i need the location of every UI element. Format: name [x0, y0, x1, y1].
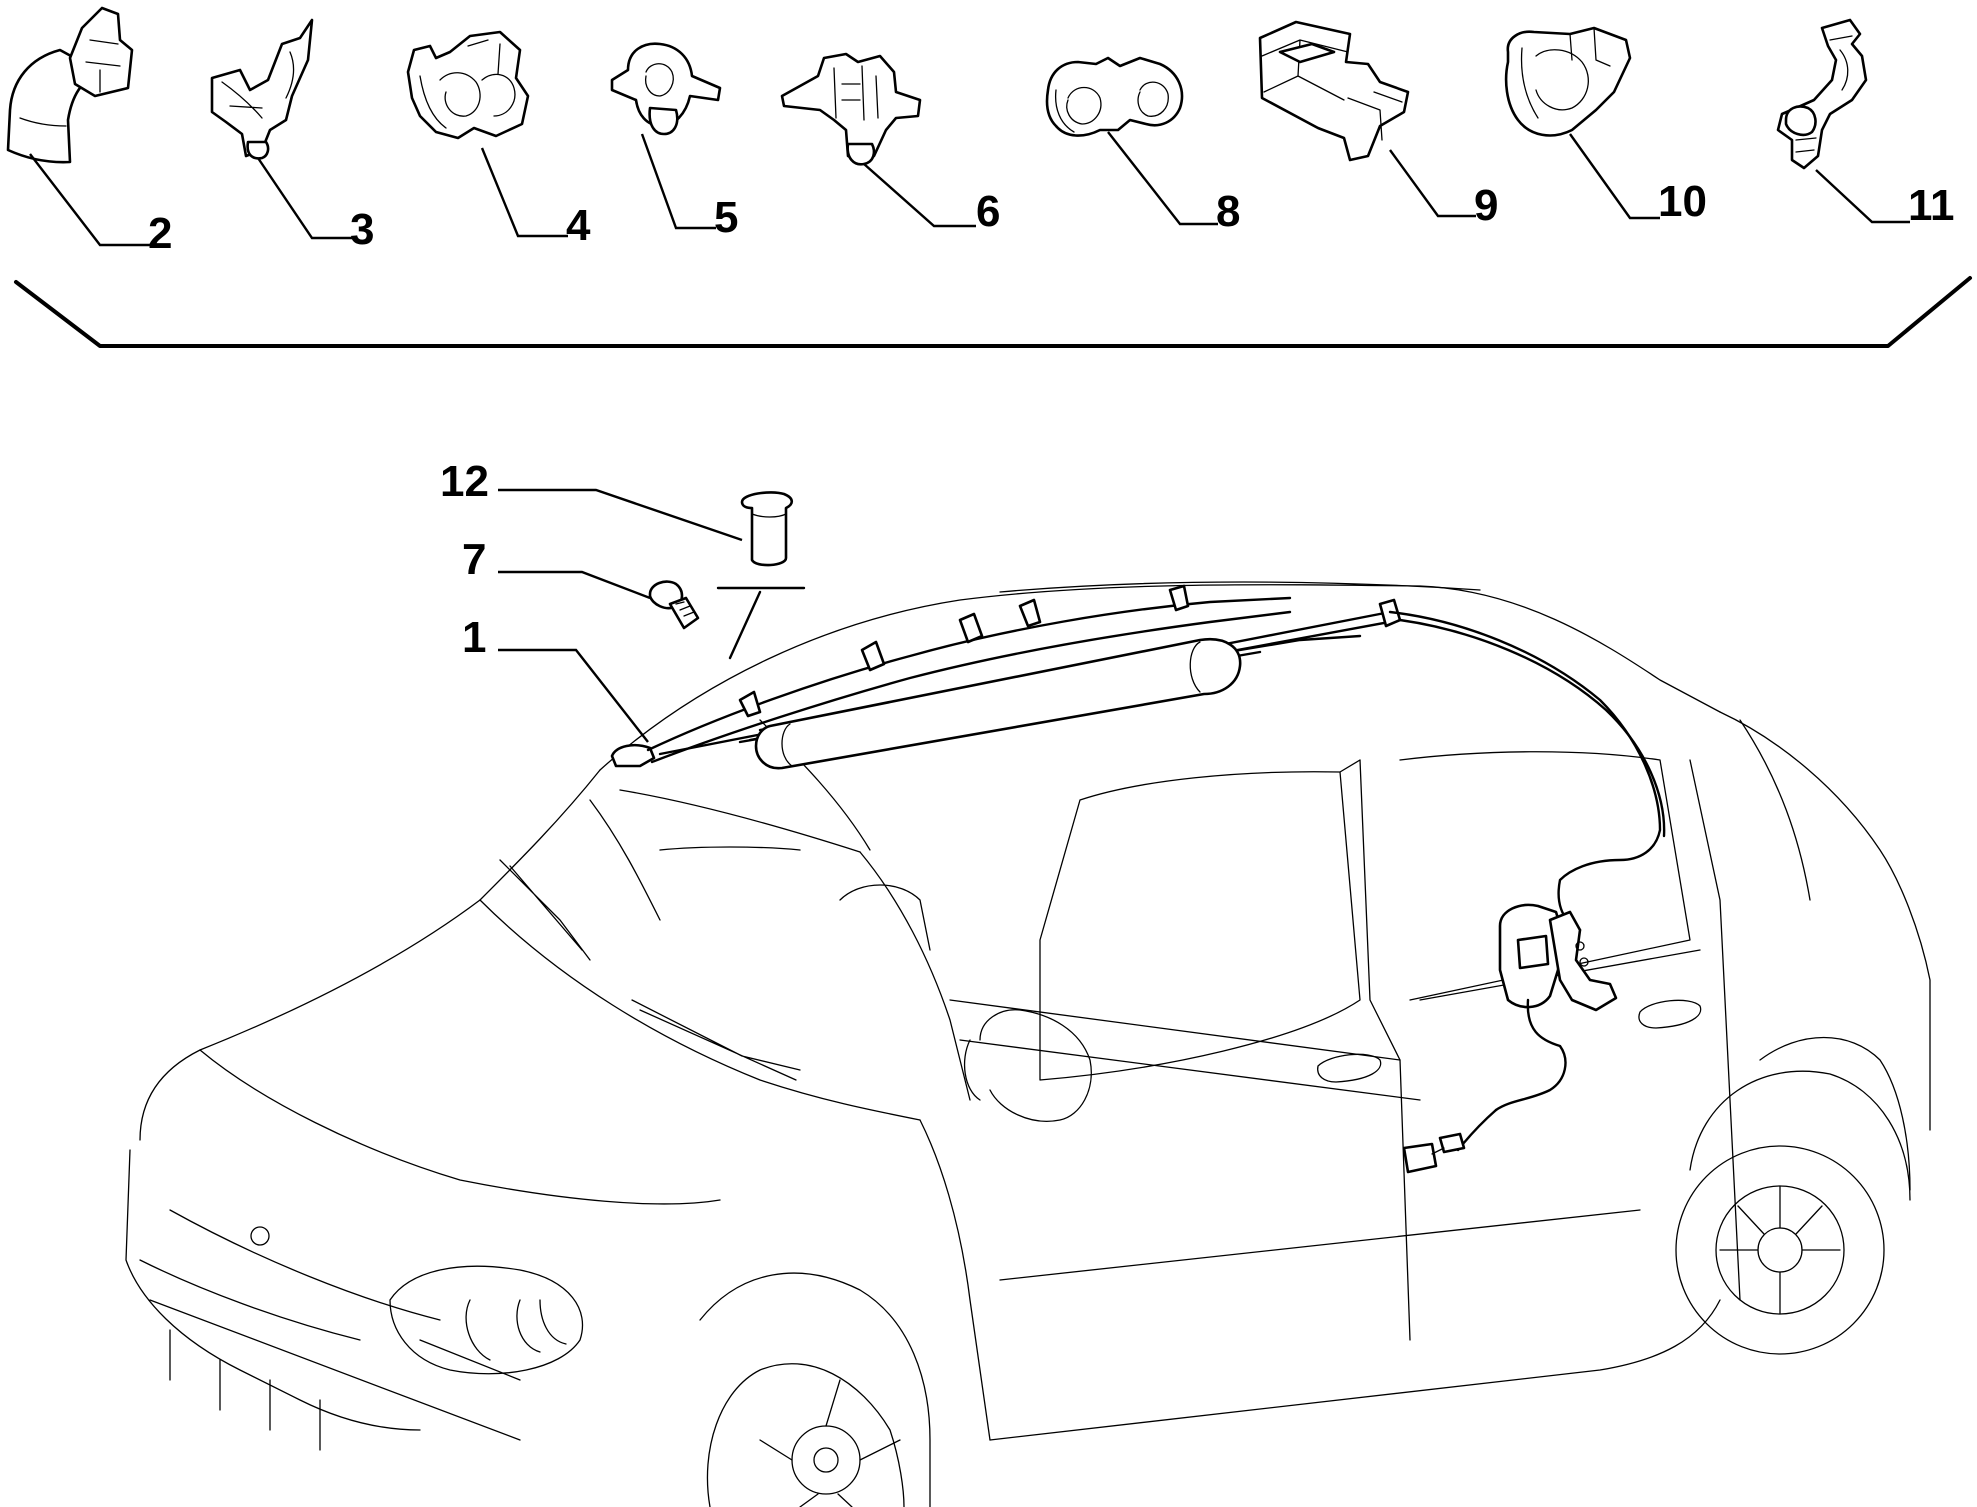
- callout-5: 5: [714, 193, 738, 242]
- part-9-connector: [1258, 20, 1410, 162]
- car-outline: [125, 581, 1931, 1507]
- part-2-clip: [6, 6, 134, 164]
- part-3-clip: [210, 18, 314, 160]
- callout-2: 2: [148, 209, 172, 258]
- callout-7: 7: [462, 535, 486, 584]
- callout-9: 9: [1474, 181, 1498, 230]
- callout-10: 10: [1658, 177, 1707, 226]
- callout-1: 1: [462, 613, 486, 662]
- part-6-clip: [780, 52, 922, 166]
- part-4-clip: [406, 30, 530, 140]
- callout-4: 4: [566, 201, 591, 250]
- callout-3: 3: [350, 205, 374, 254]
- parts-group-bracket: [14, 276, 1972, 348]
- callout-11: 11: [1908, 181, 1955, 230]
- part-12-plug: [740, 491, 794, 567]
- part-11-clip: [1776, 18, 1868, 170]
- part-10-clip: [1504, 26, 1632, 137]
- callout-12: 12: [440, 457, 489, 506]
- curtain-airbag: [610, 584, 1666, 1174]
- callout-6: 6: [976, 187, 1000, 236]
- part-5-clip: [610, 42, 722, 136]
- part-8-clip: [1045, 56, 1184, 137]
- installation-pointer: [716, 586, 806, 660]
- part-7-screw: [648, 580, 700, 630]
- callout-8: 8: [1216, 187, 1240, 236]
- small-parts-row: 2 3 4 5 6 8 9 10 11: [6, 6, 1972, 348]
